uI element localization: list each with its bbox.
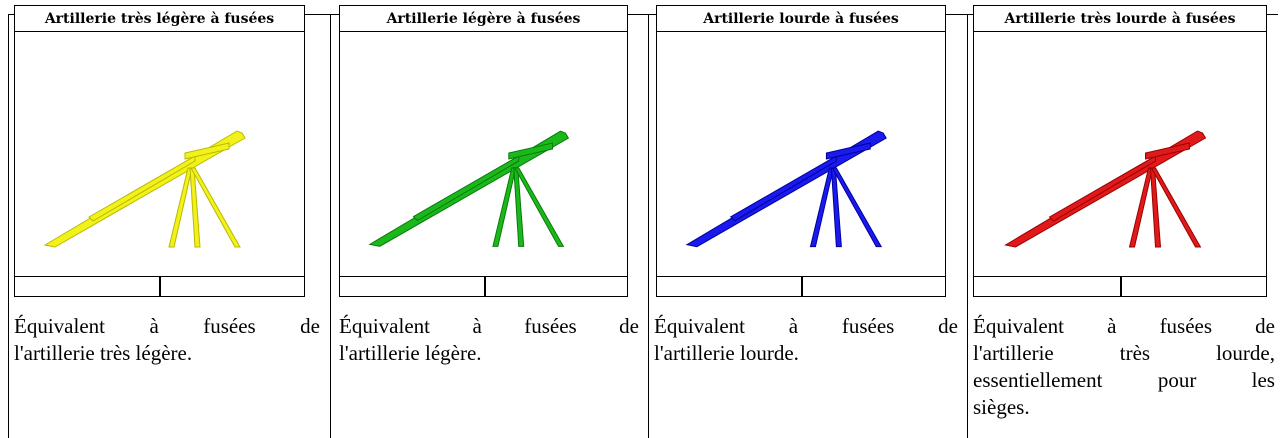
unit-card-light: Artillerie légère à fusées <box>339 5 628 297</box>
rail-plate <box>412 155 520 222</box>
tripod-leg-right <box>831 167 883 248</box>
rail-block <box>508 142 554 160</box>
rail-block <box>825 142 871 160</box>
unit-description: Équivalent à fusées de l'artillerie lour… <box>654 313 958 367</box>
unit-card-title: Artillerie très lourde à fusées <box>974 6 1266 32</box>
unit-card-title: Artillerie très légère à fusées <box>15 6 304 32</box>
description-line: l'artillerie très légère. <box>14 341 193 365</box>
unit-card-heavy: Artillerie lourde à fusées <box>656 5 946 297</box>
unit-card-very-heavy: Artillerie très lourde à fusées <box>973 5 1267 297</box>
rail-plate <box>88 155 196 222</box>
rail-plate <box>1048 155 1156 222</box>
unit-card-title: Artillerie légère à fusées <box>340 6 627 32</box>
column-divider <box>648 14 649 438</box>
description-line: l'artillerie très lourde, <box>973 341 1275 365</box>
description-line: Équivalent à fusées de <box>654 314 958 338</box>
footer-divider <box>801 277 803 296</box>
footer-divider <box>484 277 486 296</box>
description-line: l'artillerie légère. <box>339 341 482 365</box>
description-line: Équivalent à fusées de <box>14 314 320 338</box>
tripod-leg-right <box>513 167 565 247</box>
rocket-launcher-image <box>657 32 945 276</box>
unit-card-footer <box>657 276 945 296</box>
tripod-leg-right <box>1150 167 1202 248</box>
rocket-launcher-image <box>974 32 1266 276</box>
description-line: l'artillerie lourde. <box>654 341 799 365</box>
rocket-launcher-image <box>15 32 304 276</box>
rail-plate <box>729 155 837 222</box>
description-line: Équivalent à fusées de <box>339 314 639 338</box>
description-line: sièges. <box>973 395 1030 419</box>
column-divider <box>330 14 331 438</box>
footer-divider <box>1120 277 1122 296</box>
rocket-launcher-image <box>340 32 627 276</box>
unit-card-footer <box>15 276 304 296</box>
rail-block <box>1145 142 1190 160</box>
description-line: Équivalent à fusées de <box>973 314 1275 338</box>
unit-card-title: Artillerie lourde à fusées <box>657 6 945 32</box>
footer-divider <box>159 277 161 296</box>
unit-card-footer <box>340 276 627 296</box>
column-divider <box>8 14 9 438</box>
table-top-border <box>8 14 1278 15</box>
unit-description: Équivalent à fusées de l'artillerie très… <box>973 313 1275 421</box>
rail-block <box>184 142 230 160</box>
unit-description: Équivalent à fusées de l'artillerie très… <box>14 313 320 367</box>
unit-card-very-light: Artillerie très légère à fusées <box>14 5 305 297</box>
description-line: essentiellement pour les <box>973 368 1275 392</box>
tripod-leg-right <box>190 167 241 248</box>
column-divider <box>967 14 968 438</box>
unit-card-footer <box>974 276 1266 296</box>
unit-description: Équivalent à fusées de l'artillerie légè… <box>339 313 639 367</box>
